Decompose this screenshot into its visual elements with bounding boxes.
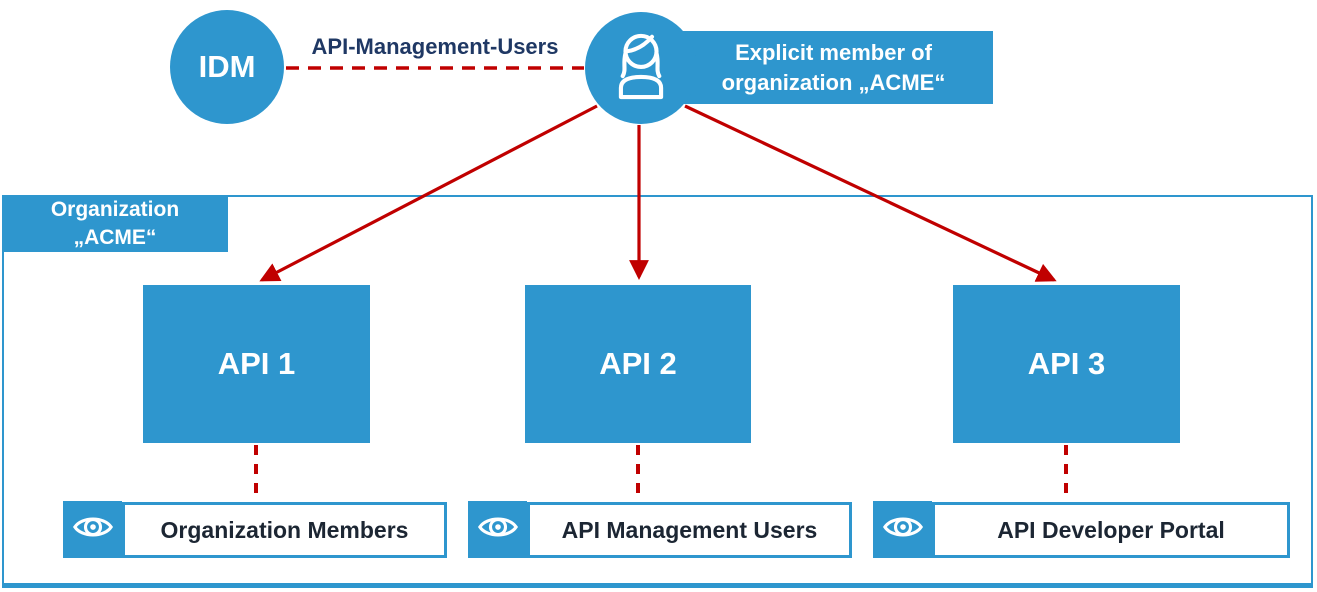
api-box-1-label: API 1	[217, 346, 296, 381]
permission-label-2: API Management Users	[561, 516, 818, 543]
permission-label-1: Organization Members	[160, 516, 409, 543]
member-badge: Explicit member of organization „ACME“	[674, 31, 993, 104]
api-box-2: API 2	[525, 285, 751, 443]
member-badge-line2: organization „ACME“	[721, 69, 946, 95]
idm-node: IDM	[170, 10, 284, 124]
api-box-1: API 1	[143, 285, 370, 443]
eye-icon	[70, 507, 116, 552]
api-box-3: API 3	[953, 285, 1180, 443]
permission-box-1: Organization Members	[122, 502, 447, 558]
eye-tile-3	[873, 501, 932, 558]
api-box-2-label: API 2	[599, 346, 677, 381]
eye-icon	[475, 507, 521, 552]
idm-label: IDM	[198, 49, 256, 84]
eye-icon	[880, 507, 926, 552]
organization-label-line1: Organization	[50, 198, 180, 222]
eye-tile-1	[63, 501, 122, 558]
permission-label-3: API Developer Portal	[997, 516, 1225, 543]
person-icon	[604, 24, 678, 113]
organization-label-line2: „ACME“	[73, 225, 157, 249]
eye-tile-2	[468, 501, 527, 558]
member-badge-line1: Explicit member of	[735, 40, 932, 66]
permission-box-2: API Management Users	[527, 502, 852, 558]
organization-label: Organization „ACME“	[2, 195, 228, 252]
organization-container	[2, 195, 1313, 588]
permission-box-3: API Developer Portal	[932, 502, 1290, 558]
connection-label: API-Management-Users	[311, 34, 559, 59]
person-node	[585, 12, 697, 124]
api-box-3-label: API 3	[1027, 346, 1106, 381]
